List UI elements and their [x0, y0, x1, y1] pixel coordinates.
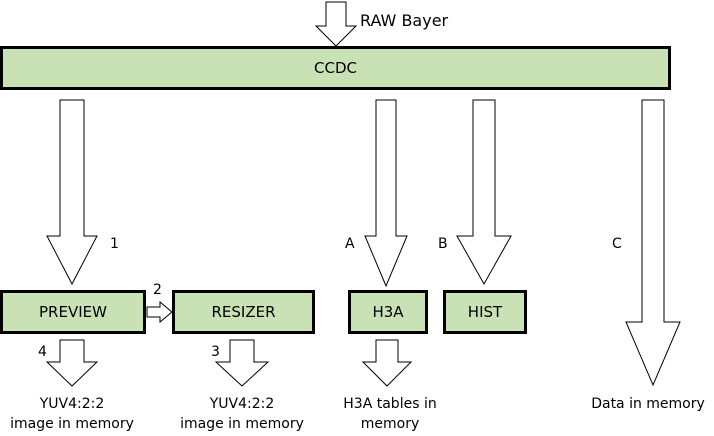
arrow-c-ccdc-to-memory	[625, 99, 681, 387]
arrow-1-ccdc-to-preview	[46, 99, 98, 286]
h3a-output-line-2: memory	[360, 416, 420, 432]
h3a-output-line-1: H3A tables in	[343, 396, 437, 412]
ccdc-block: CCDC	[0, 46, 671, 90]
path-label-c: C	[612, 236, 622, 252]
arrow-4-preview-to-memory	[45, 339, 99, 387]
resizer-output-caption: YUV4:2:2 image in memory	[170, 394, 314, 434]
path-label-a: A	[345, 236, 355, 252]
h3a-block: H3A	[348, 290, 428, 334]
h3a-output-caption: H3A tables in memory	[330, 394, 450, 434]
preview-block: PREVIEW	[0, 290, 146, 334]
raw-bayer-input-arrow	[314, 1, 358, 47]
resizer-output-line-1: YUV4:2:2	[209, 396, 275, 412]
arrow-a-ccdc-to-h3a	[364, 99, 408, 288]
preview-output-line-1: YUV4:2:2	[39, 396, 105, 412]
preview-output-line-2: image in memory	[10, 416, 134, 432]
hist-block: HIST	[443, 290, 527, 334]
arrow-h3a-to-memory	[361, 339, 413, 387]
ccdc-output-caption: Data in memory	[584, 394, 712, 414]
preview-output-caption: YUV4:2:2 image in memory	[0, 394, 144, 434]
path-label-2: 2	[153, 282, 162, 298]
resizer-output-line-2: image in memory	[180, 416, 304, 432]
ccdc-output-line-1: Data in memory	[591, 396, 705, 412]
arrow-2-preview-to-resizer	[146, 300, 173, 324]
raw-bayer-label: RAW Bayer	[360, 11, 449, 30]
path-label-3: 3	[211, 344, 220, 360]
arrow-3-resizer-to-memory	[214, 339, 270, 387]
path-label-4: 4	[38, 344, 47, 360]
path-label-b: B	[438, 236, 448, 252]
resizer-block: RESIZER	[172, 290, 315, 334]
path-label-1: 1	[110, 236, 119, 252]
arrow-b-ccdc-to-hist	[456, 99, 512, 286]
